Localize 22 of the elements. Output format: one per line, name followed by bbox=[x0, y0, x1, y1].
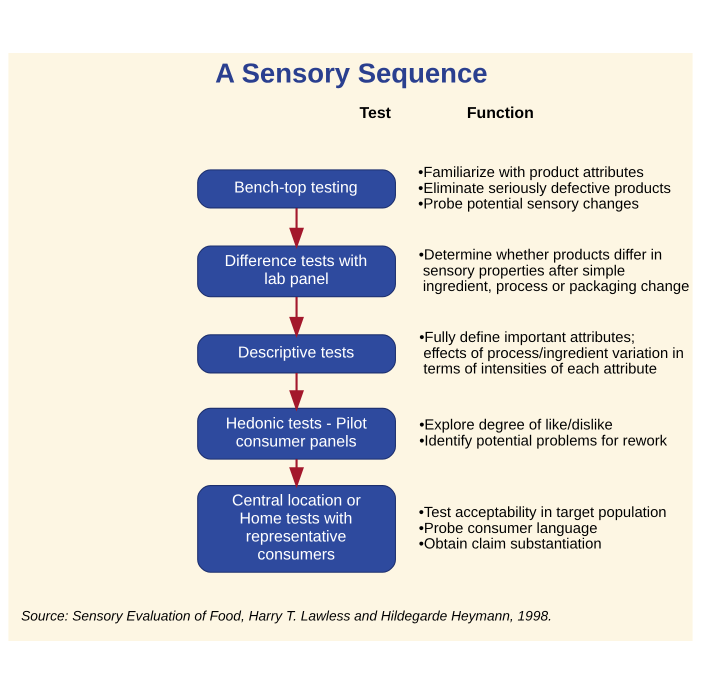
node-label: •Probe potential sensory changes bbox=[418, 196, 639, 213]
node-label: •Explore degree of like/dislike bbox=[419, 418, 613, 434]
node-box: Descriptive tests bbox=[197, 334, 396, 374]
node-box: Central location or Home tests with representative consumers bbox=[197, 485, 396, 573]
arrow bbox=[289, 297, 304, 338]
label: Test bbox=[359, 105, 391, 122]
arrow bbox=[289, 372, 304, 412]
node-label: •Obtain claim substantiation bbox=[418, 536, 602, 553]
node-label: •Fully define important attributes; effects of process/ingredient variation in terms of intensities of each attribute bbox=[419, 330, 684, 378]
caption: Source: Sensory Evaluation of Food, Harry T. Lawless and Hildegarde Heymann, 1998. bbox=[21, 608, 552, 624]
arrow bbox=[289, 208, 304, 249]
node-label: •Eliminate seriously defective products bbox=[418, 180, 671, 197]
node-box: Bench-top testing bbox=[197, 169, 396, 208]
node-box: Difference tests with lab panel bbox=[197, 245, 396, 298]
node-label: •Identify potential problems for rework bbox=[419, 434, 668, 450]
node-label: •Test acceptability in target population bbox=[418, 504, 667, 521]
node-label: •Probe consumer language bbox=[418, 520, 598, 537]
node-label: •Familiarize with product attributes bbox=[418, 164, 644, 181]
diagram-title: A Sensory Sequence bbox=[215, 57, 488, 88]
node-box: Hedonic tests - Pilot consumer panels bbox=[197, 408, 396, 460]
node-label: •Determine whether products differ in sensory properties after simple ingredient, process or packaging change bbox=[418, 247, 690, 296]
label: Function bbox=[466, 105, 534, 122]
